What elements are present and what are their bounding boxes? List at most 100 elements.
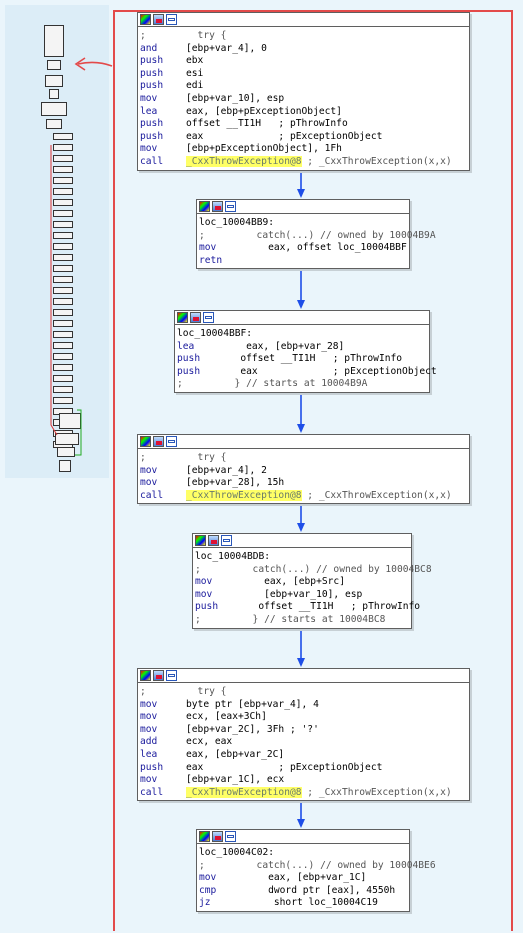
asm-line[interactable]: ; try { xyxy=(140,30,467,43)
highlighted-symbol[interactable]: _CxxThrowException@8 xyxy=(186,489,302,501)
asm-line[interactable]: call_CxxThrowException@8 ; _CxxThrowExce… xyxy=(140,155,467,169)
node-toolbar xyxy=(175,311,429,325)
rename-node-icon[interactable] xyxy=(221,535,232,546)
edit-node-icon[interactable] xyxy=(153,436,164,447)
asm-line[interactable]: loc_10004BDB: xyxy=(195,551,409,564)
asm-line[interactable]: lea eax, [ebp+var_28] xyxy=(177,341,427,354)
rename-node-icon[interactable] xyxy=(225,201,236,212)
mnemonic: call xyxy=(140,489,164,501)
minimap-block xyxy=(53,331,73,338)
asm-line[interactable]: push eax ; pExceptionObject xyxy=(177,365,437,379)
edit-node-icon[interactable] xyxy=(208,535,219,546)
asm-line[interactable]: ; try { xyxy=(140,686,467,699)
mnemonic: mov xyxy=(140,143,158,155)
highlighted-symbol[interactable]: _CxxThrowException@8 xyxy=(186,786,302,798)
code-block-3[interactable]: loc_10004BBF:lea eax, [ebp+var_28]push o… xyxy=(174,310,437,393)
asm-line[interactable]: ; } // starts at 10004B9A xyxy=(177,378,427,391)
graph-color-icon[interactable] xyxy=(199,831,210,842)
asm-line[interactable]: mov eax, [ebp+var_1C] xyxy=(199,872,407,885)
minimap-block xyxy=(53,287,73,294)
graph-color-icon[interactable] xyxy=(177,312,188,323)
edit-node-icon[interactable] xyxy=(212,831,223,842)
node-toolbar xyxy=(138,435,469,449)
rename-node-icon[interactable] xyxy=(166,436,177,447)
red-arrow-icon xyxy=(74,57,113,71)
minimap-block xyxy=(53,133,73,140)
asm-line[interactable]: mov[ebp+var_10], esp xyxy=(140,93,467,106)
minimap-block xyxy=(53,144,73,151)
asm-line[interactable]: loc_10004C02: xyxy=(199,847,407,860)
asm-line[interactable]: mov[ebp+var_4], 2 xyxy=(140,465,467,478)
mnemonic: mov xyxy=(140,477,158,489)
asm-line[interactable]: loc_10004BBF: xyxy=(177,328,427,341)
asm-line[interactable]: push offset __TI1H ; pThrowInfo xyxy=(195,601,420,614)
code-label[interactable]: loc_10004BDB: xyxy=(195,551,271,562)
asm-line[interactable]: ; try { xyxy=(140,452,467,465)
code-label[interactable]: loc_10004BB9: xyxy=(199,217,275,228)
asm-line[interactable]: call_CxxThrowException@8 ; _CxxThrowExce… xyxy=(140,786,467,800)
code-label[interactable]: loc_10004BBF: xyxy=(177,328,253,339)
minimap-block xyxy=(49,89,59,99)
asm-line[interactable]: ; catch(...) // owned by 10004BE6 xyxy=(199,860,436,873)
mnemonic: jz xyxy=(199,897,211,909)
asm-line[interactable]: mov [ebp+var_10], esp xyxy=(195,589,409,602)
asm-line[interactable]: mov[ebp+var_2C], 3Fh ; '?' xyxy=(140,724,467,737)
graph-color-icon[interactable] xyxy=(195,535,206,546)
asm-line[interactable]: ; catch(...) // owned by 10004B9A xyxy=(199,230,436,243)
asm-line[interactable]: mov[ebp+var_1C], ecx xyxy=(140,774,467,787)
asm-line[interactable]: push offset __TI1H ; pThrowInfo xyxy=(177,353,427,366)
rename-node-icon[interactable] xyxy=(166,14,177,25)
asm-line[interactable]: mov[ebp+var_28], 15h xyxy=(140,477,467,490)
code-block-2[interactable]: loc_10004BB9: ; catch(...) // owned by 10… xyxy=(196,199,436,270)
mnemonic: push xyxy=(177,365,201,377)
graph-color-icon[interactable] xyxy=(199,201,210,212)
rename-node-icon[interactable] xyxy=(203,312,214,323)
edit-node-icon[interactable] xyxy=(212,201,223,212)
asm-line[interactable]: ; catch(...) // owned by 10004BC8 xyxy=(195,564,432,577)
asm-line[interactable]: jz short loc_10004C19 xyxy=(199,897,407,910)
graph-color-icon[interactable] xyxy=(140,670,151,681)
graph-overview-minimap[interactable] xyxy=(5,5,109,478)
graph-color-icon[interactable] xyxy=(140,14,151,25)
edit-node-icon[interactable] xyxy=(190,312,201,323)
minimap-block xyxy=(53,254,73,261)
edit-node-icon[interactable] xyxy=(153,14,164,25)
operands: [ebp+var_4], 2 xyxy=(186,464,267,476)
mnemonic: lea xyxy=(177,340,195,352)
code-block-5[interactable]: loc_10004BDB: ; catch(...) // owned by 10… xyxy=(192,533,432,629)
rename-node-icon[interactable] xyxy=(166,670,177,681)
code-label[interactable]: loc_10004C02: xyxy=(199,847,275,858)
asm-line[interactable]: loc_10004BB9: xyxy=(199,217,407,230)
operands: eax ; pExceptionObject xyxy=(223,365,437,377)
asm-line[interactable]: mov eax, [ebp+Src] xyxy=(195,576,409,589)
rename-node-icon[interactable] xyxy=(225,831,236,842)
edit-node-icon[interactable] xyxy=(153,670,164,681)
asm-line[interactable]: mov[ebp+pExceptionObject], 1Fh xyxy=(140,143,467,156)
asm-line[interactable]: cmp dword ptr [eax], 4550h xyxy=(199,885,407,898)
mnemonic: push xyxy=(140,130,164,142)
asm-line[interactable]: call_CxxThrowException@8 ; _CxxThrowExce… xyxy=(140,489,467,503)
code-block-7[interactable]: loc_10004C02: ; catch(...) // owned by 10… xyxy=(196,829,436,912)
highlighted-symbol[interactable]: _CxxThrowException@8 xyxy=(186,155,302,167)
asm-line[interactable]: mov eax, offset loc_10004BBF xyxy=(199,242,407,255)
asm-line[interactable]: and[ebp+var_4], 0 xyxy=(140,43,467,56)
asm-line[interactable]: ; } // starts at 10004BC8 xyxy=(195,614,409,627)
mnemonic: ; xyxy=(140,452,146,463)
graph-color-icon[interactable] xyxy=(140,436,151,447)
asm-line[interactable]: retn xyxy=(199,255,407,268)
